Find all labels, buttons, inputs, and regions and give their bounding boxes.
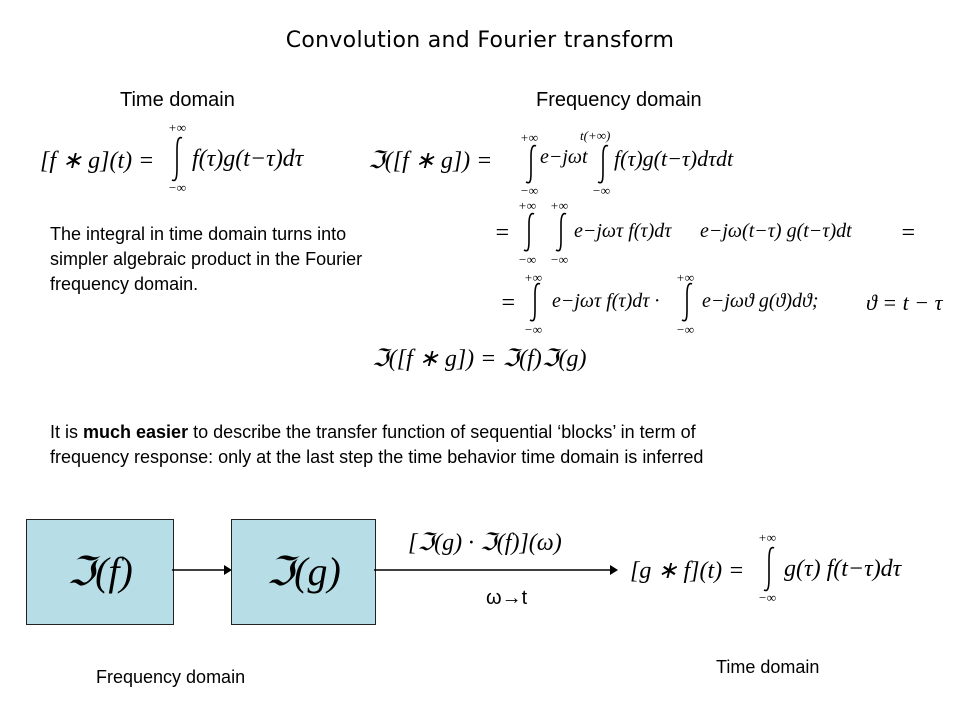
convolution-definition: [f ∗ g](t) = bbox=[40, 146, 154, 175]
ft-outer-lower: −∞ bbox=[520, 183, 539, 198]
step3-integrand-1: e−jωτ f(τ)dτ · bbox=[552, 290, 660, 312]
conv-upper-limit: +∞ bbox=[168, 120, 187, 135]
ft-inner-lower: −∞ bbox=[592, 183, 611, 198]
paragraph-line: frequency response: only at the last ste… bbox=[50, 447, 704, 467]
integral-sign bbox=[763, 546, 775, 592]
block-label: ℑ(f) bbox=[67, 549, 133, 594]
paragraph-line: simpler algebraic product in the Fourier bbox=[50, 249, 363, 269]
conv-lhs: [f ∗ g](t) = bbox=[40, 148, 155, 174]
output-upper-limit: +∞ bbox=[758, 530, 777, 545]
integral-sign bbox=[529, 282, 541, 322]
arrow-block1-to-block2 bbox=[172, 565, 232, 575]
integral-sign bbox=[171, 136, 183, 182]
frequency-domain-label: Frequency domain bbox=[96, 667, 246, 687]
step2-lower-1: −∞ bbox=[518, 252, 537, 267]
step3-integrand-2: e−jωϑ g(ϑ)dϑ; bbox=[702, 290, 819, 312]
ft-outer-upper: +∞ bbox=[520, 130, 539, 145]
paragraph-suffix: to describe the transfer function of seq… bbox=[188, 422, 696, 442]
output-lower-limit: −∞ bbox=[758, 590, 777, 605]
paragraph-line: The integral in time domain turns into bbox=[50, 224, 347, 244]
product-expression: [ℑ(g) · ℑ(f)](ω) bbox=[408, 530, 562, 556]
step2-integrand-2: e−jω(t−τ) g(t−τ)dt bbox=[700, 220, 852, 242]
conv-lower-limit: −∞ bbox=[168, 180, 187, 195]
step2-upper-1: +∞ bbox=[518, 198, 537, 213]
paragraph-line: frequency domain. bbox=[50, 274, 199, 294]
step3-substitution: ϑ = t − τ bbox=[866, 290, 943, 315]
header-time-domain: Time domain bbox=[120, 89, 235, 111]
convolution-theorem-result: ℑ([f ∗ g]) = ℑ(f)ℑ(g) bbox=[372, 346, 587, 372]
ft-outer-integrand: e−jωt bbox=[540, 146, 588, 168]
block-description-paragraph: It is much easier to describe the transf… bbox=[50, 420, 703, 470]
step2-lower-2: −∞ bbox=[550, 252, 569, 267]
time-domain-label: Time domain bbox=[716, 657, 820, 677]
integral-sign bbox=[523, 212, 535, 252]
explanation-paragraph: The integral in time domain turns into s… bbox=[50, 222, 362, 297]
integral-sign bbox=[681, 282, 693, 322]
step3-upper-1: +∞ bbox=[524, 270, 543, 285]
emphasis-text: much easier bbox=[83, 422, 189, 442]
output-lhs: [g ∗ f](t) = bbox=[630, 558, 745, 584]
step3-lower-2: −∞ bbox=[676, 322, 695, 337]
step3-equals: = bbox=[500, 290, 517, 316]
paragraph-prefix: It is bbox=[50, 422, 84, 442]
header-frequency-domain: Frequency domain bbox=[536, 89, 702, 111]
step2-end: = bbox=[900, 220, 917, 246]
conv-integrand: f(τ)g(t−τ)dτ bbox=[192, 146, 304, 172]
fourier-g-block: ℑ(g) bbox=[231, 519, 376, 625]
step2-upper-2: +∞ bbox=[550, 198, 569, 213]
fourier-f-block: ℑ(f) bbox=[26, 519, 174, 625]
output-integrand: g(τ) f(t−τ)dτ bbox=[784, 556, 902, 582]
inverse-transform-label: ω→t bbox=[486, 587, 528, 609]
ft-inner-upper: t(+∞) bbox=[580, 128, 611, 143]
step2-equals: = bbox=[494, 220, 511, 246]
step3-upper-2: +∞ bbox=[676, 270, 695, 285]
ft-inner-integrand: f(τ)g(t−τ)dτdt bbox=[614, 146, 734, 171]
page-title: Convolution and Fourier transform bbox=[285, 28, 675, 53]
block-label: ℑ(g) bbox=[266, 549, 341, 594]
paragraph-line: It is much easier to describe the transf… bbox=[50, 420, 703, 445]
integral-sign bbox=[555, 212, 567, 252]
ft-lhs: ℑ([f ∗ g]) = bbox=[368, 148, 493, 174]
arrow-to-time-domain bbox=[374, 565, 618, 575]
integral-sign bbox=[597, 144, 609, 184]
integral-sign bbox=[525, 144, 537, 184]
step2-integrand-1: e−jωτ f(τ)dτ bbox=[574, 220, 672, 242]
step3-lower-1: −∞ bbox=[524, 322, 543, 337]
